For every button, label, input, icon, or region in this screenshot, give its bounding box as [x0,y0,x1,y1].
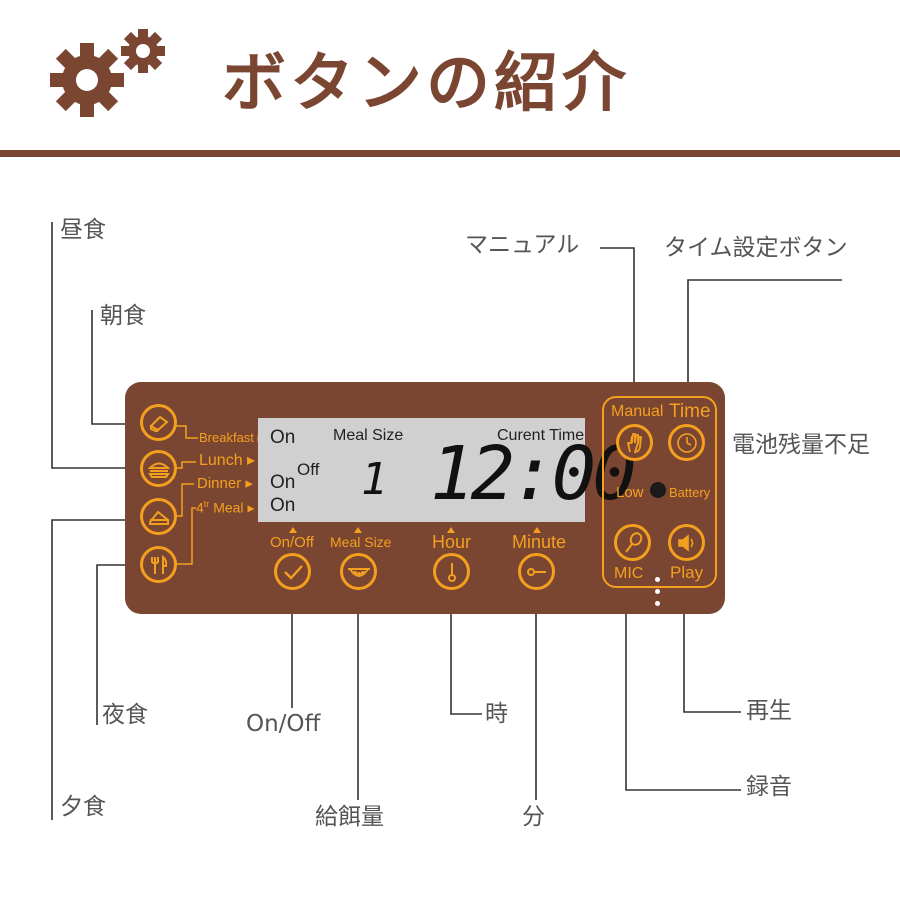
speaker-hole [655,577,660,582]
mic-label: MIC [614,565,644,582]
speaker-hole [655,589,660,594]
dinner-button[interactable] [140,498,177,535]
lcd-on-top: On [270,427,296,448]
play-label: Play [670,563,704,582]
mic-button[interactable] [614,524,651,561]
callout-low-battery: 電池残量不足 [732,432,870,458]
breakfast-label: Breakfast ▸ [199,430,264,445]
onoff-indicator-arrow [289,527,297,533]
checkmark-icon [283,564,303,580]
lunch-button[interactable] [140,450,177,487]
lcd-on-bottom: On [270,495,296,516]
battery-label: Battery [669,485,711,500]
callout-play: 再生 [746,698,792,724]
gears-icon [50,29,165,117]
manual-button[interactable] [616,424,653,461]
lunch-label: Lunch ▸ [199,452,256,469]
lcd-meal-size-value: 1 [361,454,388,505]
callout-breakfast: 朝食 [100,303,146,329]
callout-hour: 時 [485,701,508,727]
clock-icon [676,432,697,453]
hand-icon [626,432,642,453]
meal-size-button-label: Meal Size [330,534,392,550]
hour-indicator-arrow [447,527,455,533]
callout-midnight-meal: 夜食 [102,702,148,728]
page-title: ボタンの紹介 [222,47,630,121]
meal-connector-lines [176,425,198,565]
header-divider [0,150,900,157]
minute-indicator-arrow [533,527,541,533]
dinner-label: Dinner ▸ [197,475,253,492]
onoff-label: On/Off [270,534,314,551]
hour-button[interactable] [433,553,470,590]
manual-label: Manual [611,403,664,420]
meal-size-button[interactable] [340,553,377,590]
time-label: Time [669,401,711,422]
speaker-icon [677,533,693,552]
fourth-meal-button[interactable] [140,546,177,583]
callout-lunch: 昼食 [60,217,106,243]
microphone-icon [624,531,642,553]
right-control-group [602,396,717,588]
time-button[interactable] [668,424,705,461]
onoff-button[interactable] [274,553,311,590]
play-button[interactable] [668,524,705,561]
low-label: Low [616,484,644,501]
breakfast-button[interactable] [140,404,177,441]
callout-minute: 分 [522,804,545,830]
callout-dinner: 夕食 [60,794,106,820]
callout-manual: マニュアル [465,232,580,258]
callout-meal-size: 給餌量 [315,804,384,830]
fork-knife-icon [150,554,167,574]
cake-icon [148,510,169,525]
callout-time-setting: タイム設定ボタン [664,235,848,261]
low-battery-indicator [650,482,666,498]
callout-record: 録音 [746,774,792,800]
burger-icon [147,462,170,478]
lcd-display [258,418,585,522]
lcd-on-mid: On [270,472,296,493]
bowl-icon [347,567,370,577]
minute-label: Minute [512,532,567,552]
lcd-off: Off [297,460,320,479]
fourth-meal-label: 4tr Meal ▸ [196,499,255,516]
lcd-meal-size-label: Meal Size [333,427,404,444]
minute-hand-icon [526,567,546,576]
hour-label: Hour [432,532,472,552]
minute-button[interactable] [518,553,555,590]
speaker-hole [655,601,660,606]
lcd-current-time-label: Curent Time [497,427,585,444]
toast-icon [148,415,169,432]
hour-hand-icon [447,562,456,582]
callout-onoff: On/Off [246,711,321,737]
meal-size-indicator-arrow [354,527,362,533]
